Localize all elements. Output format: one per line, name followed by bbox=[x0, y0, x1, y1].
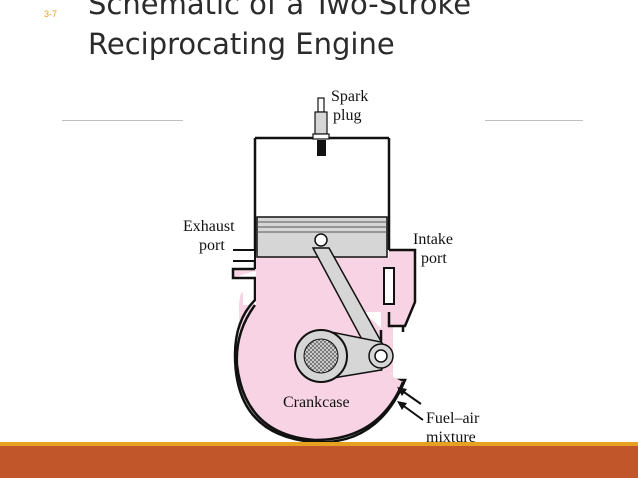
slide-number: 3-7 bbox=[44, 9, 58, 19]
label-exhaust-line2: port bbox=[199, 237, 225, 254]
label-spark-line1: Spark bbox=[331, 88, 368, 105]
slide-title: Schematic of a Two-Stroke Reciprocating … bbox=[88, 0, 608, 64]
fuel-air-arrow-icon bbox=[397, 387, 424, 421]
label-exhaust-line1: Exhaust bbox=[183, 218, 235, 235]
spark-plug-icon bbox=[312, 97, 330, 156]
label-intake-line2: port bbox=[421, 250, 447, 267]
crank-pin bbox=[374, 349, 388, 363]
engine-diagram-svg: Spark plug Exhaust port Intake port Cran… bbox=[183, 88, 480, 446]
right-divider bbox=[485, 120, 583, 121]
slide-title-line-1: Schematic of a Two-Stroke bbox=[88, 0, 472, 21]
intake-port-passage bbox=[387, 248, 417, 328]
label-intake-line1: Intake bbox=[413, 231, 453, 248]
crankshaft-journal bbox=[303, 338, 339, 374]
footer-accent-bar bbox=[0, 442, 638, 446]
engine-diagram: Spark plug Exhaust port Intake port Cran… bbox=[183, 80, 485, 446]
left-divider bbox=[62, 120, 183, 121]
label-spark-line2: plug bbox=[333, 107, 361, 124]
wrist-pin bbox=[314, 233, 328, 247]
label-fuel-line2: mixture bbox=[426, 429, 476, 446]
slide-title-line-2: Reciprocating Engine bbox=[88, 27, 395, 61]
exhaust-port-duct bbox=[233, 249, 256, 262]
footer-bar bbox=[0, 446, 638, 478]
label-crankcase: Crankcase bbox=[283, 394, 350, 411]
label-fuel-line1: Fuel–air bbox=[426, 410, 480, 427]
intake-port-opening bbox=[383, 267, 395, 305]
